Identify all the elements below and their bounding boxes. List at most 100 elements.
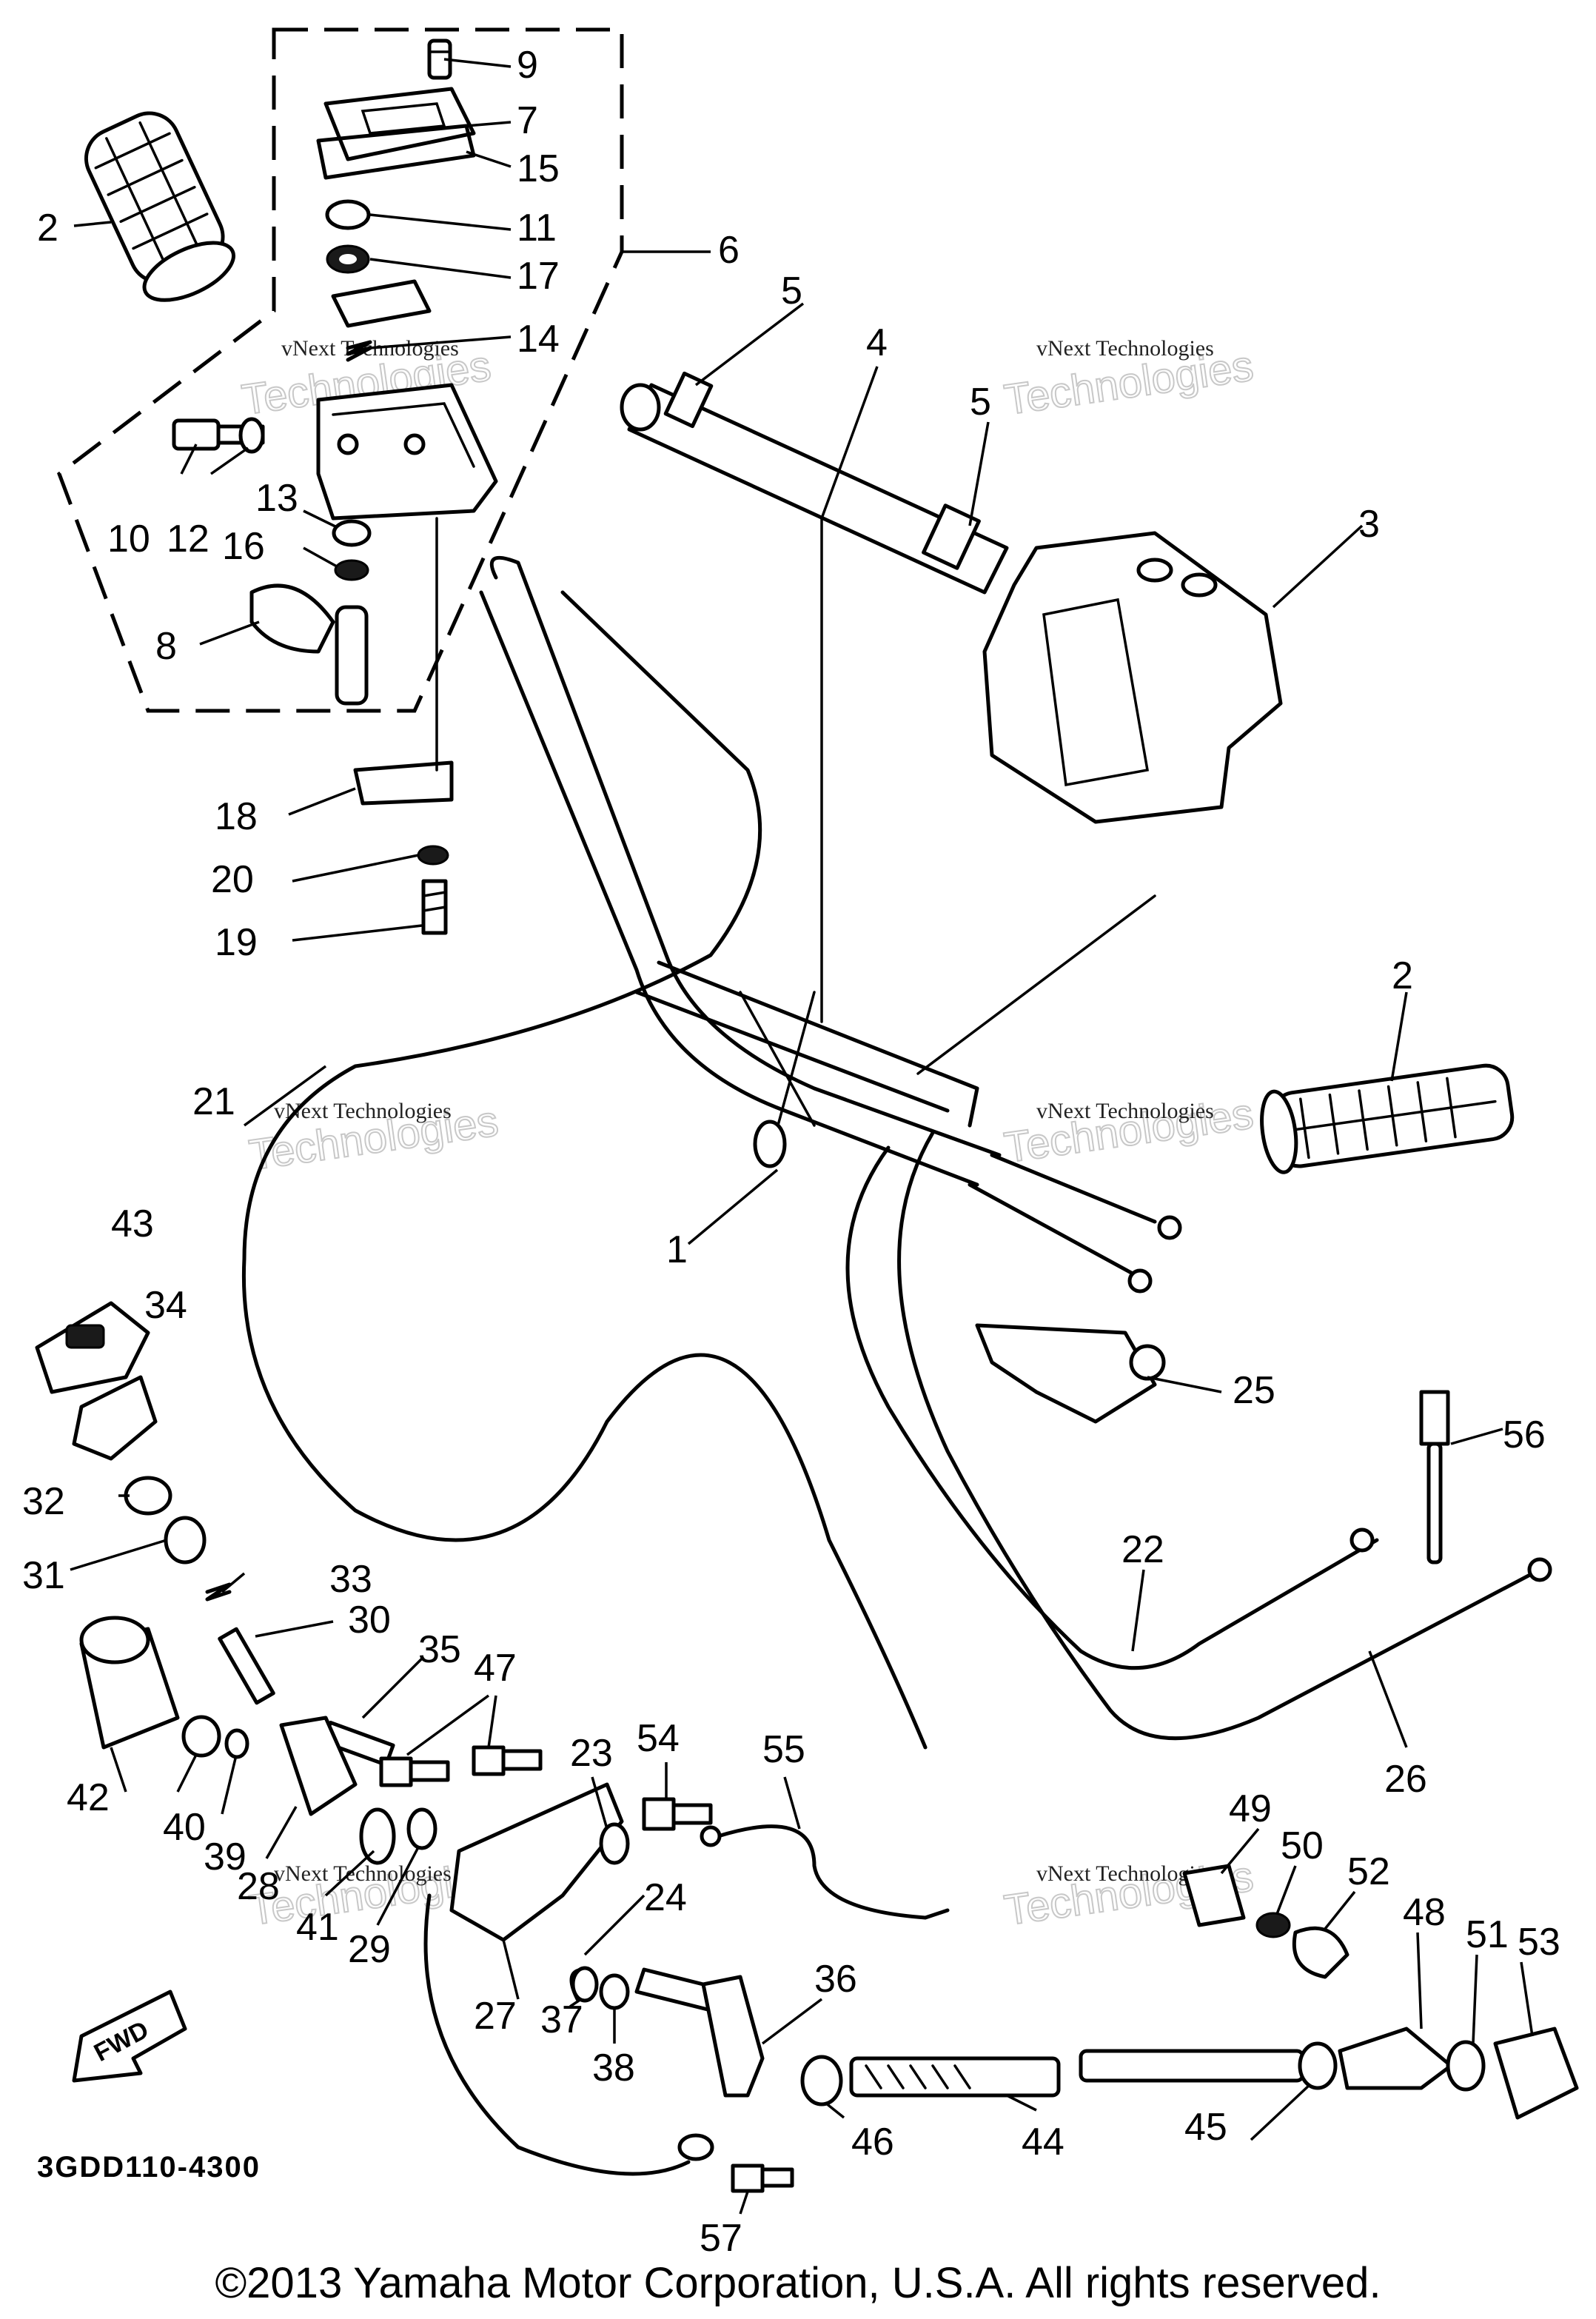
part-52-clip <box>1292 1926 1349 1979</box>
part-2-left-grip <box>84 111 236 302</box>
part-23-washer <box>599 1822 630 1865</box>
callout-52: 52 <box>1347 1850 1390 1893</box>
part-48-rod-end <box>1338 2027 1453 2090</box>
part-12-washer <box>238 417 265 454</box>
callout-numbers: 2 9 7 15 11 17 14 6 10 12 13 16 8 18 20 … <box>22 44 1560 2260</box>
part-22-cable <box>845 1145 1379 1670</box>
callout-12: 12 <box>167 518 209 560</box>
part-8-throttle-lever <box>249 583 369 706</box>
part-18-clamp <box>353 760 454 806</box>
part-42-housing <box>79 1616 180 1750</box>
part-25-switch <box>975 1323 1166 1424</box>
callout-25: 25 <box>1233 1369 1275 1412</box>
callout-1: 1 <box>666 1228 688 1271</box>
alignment-line <box>916 894 1156 1075</box>
callout-27: 27 <box>474 1995 517 2038</box>
callout-22: 22 <box>1121 1528 1164 1571</box>
callout-47: 47 <box>474 1647 517 1690</box>
part-41-ring <box>359 1807 396 1865</box>
part-34-knob <box>72 1375 158 1461</box>
part-1-handlebar <box>479 555 1002 1187</box>
part-50-washer <box>1255 1912 1291 1938</box>
part-43-cover <box>35 1301 150 1394</box>
part-47-bolt <box>379 1756 450 1787</box>
callout-36: 36 <box>814 1958 857 2001</box>
callout-45: 45 <box>1184 2106 1227 2149</box>
callout-6: 6 <box>718 229 740 272</box>
assembly-6-boundary <box>57 27 624 713</box>
callout-9: 9 <box>517 44 538 87</box>
leader-lines <box>70 58 1534 2215</box>
callout-8: 8 <box>155 625 177 668</box>
callout-13: 13 <box>255 477 298 520</box>
watermark-small: vNext Technologies <box>1036 1099 1214 1123</box>
callout-24: 24 <box>644 1876 687 1919</box>
callout-20: 20 <box>211 858 254 901</box>
callout-2: 2 <box>37 207 58 250</box>
callout-19: 19 <box>215 921 258 964</box>
callout-18: 18 <box>215 795 258 838</box>
callout-14: 14 <box>517 318 560 361</box>
callout-54: 54 <box>637 1717 680 1760</box>
callout-51: 51 <box>1466 1913 1509 1956</box>
diagram-code: 3GDD110-4300 <box>37 2151 261 2184</box>
callout-46: 46 <box>851 2121 894 2164</box>
part-53-cap <box>1493 2027 1579 2120</box>
callout-16: 16 <box>222 525 265 568</box>
part-47-bolt <box>472 1745 543 1776</box>
callout-23: 23 <box>570 1732 613 1775</box>
callout-11: 11 <box>517 207 557 250</box>
part-28-adjuster <box>279 1716 358 1816</box>
callout-26: 26 <box>1384 1758 1427 1801</box>
callout-17: 17 <box>517 255 560 298</box>
callout-33: 33 <box>329 1558 372 1601</box>
callout-32: 32 <box>22 1480 65 1523</box>
part-16-washer <box>334 559 369 581</box>
callout-43: 43 <box>111 1202 154 1245</box>
part-7-switch-cover <box>323 87 476 161</box>
callout-5: 5 <box>970 381 991 424</box>
fwd-arrow-icon: FWD <box>72 1990 187 2083</box>
callout-40: 40 <box>163 1806 206 1849</box>
cable-end <box>990 1153 1157 1224</box>
watermark-small: vNext Technologies <box>274 1099 452 1123</box>
part-14-spring <box>346 340 372 362</box>
part-11-washer <box>325 199 371 230</box>
watermark-small: vNext Technologies <box>1036 336 1214 361</box>
callout-44: 44 <box>1022 2121 1064 2164</box>
callout-39: 39 <box>204 1836 247 1878</box>
part-39-washer <box>224 1728 249 1759</box>
callout-42: 42 <box>67 1776 110 1819</box>
callout-55: 55 <box>762 1728 805 1771</box>
callout-10: 10 <box>107 518 150 560</box>
part-38-washer <box>599 1973 630 2010</box>
callout-49: 49 <box>1229 1787 1272 1830</box>
callout-30: 30 <box>348 1599 391 1642</box>
part-26-cable <box>897 1131 1542 1741</box>
callout-7: 7 <box>517 99 538 142</box>
part-44-tie-rod <box>1079 2049 1305 2083</box>
callout-41: 41 <box>296 1906 339 1949</box>
callout-34: 34 <box>144 1284 187 1327</box>
switch-bracket <box>331 279 432 328</box>
part-36-arm <box>701 1975 765 2098</box>
callout-38: 38 <box>592 2047 635 2089</box>
part-44-tie-rod <box>849 2056 1061 2098</box>
part-2-right-grip <box>1260 1063 1515 1174</box>
callout-53: 53 <box>1518 1921 1560 1964</box>
part-33-spring <box>205 1582 232 1602</box>
part-54-bolt <box>642 1797 713 1831</box>
callout-48: 48 <box>1403 1891 1446 1934</box>
callout-2: 2 <box>1392 954 1413 997</box>
part-20-washer <box>417 845 449 866</box>
callout-3: 3 <box>1358 503 1380 546</box>
copyright-notice: ©2013 Yamaha Motor Corporation, U.S.A. A… <box>215 2259 1381 2307</box>
part-51-collar <box>1446 2040 1486 2092</box>
callout-57: 57 <box>700 2217 742 2260</box>
part-13-washer <box>332 519 372 547</box>
part-9-screw <box>427 39 452 80</box>
cable-eye <box>677 2133 714 2161</box>
part-56-cable-tie <box>1419 1390 1450 1565</box>
callout-29: 29 <box>348 1928 391 1971</box>
part-40-nut <box>181 1715 221 1758</box>
